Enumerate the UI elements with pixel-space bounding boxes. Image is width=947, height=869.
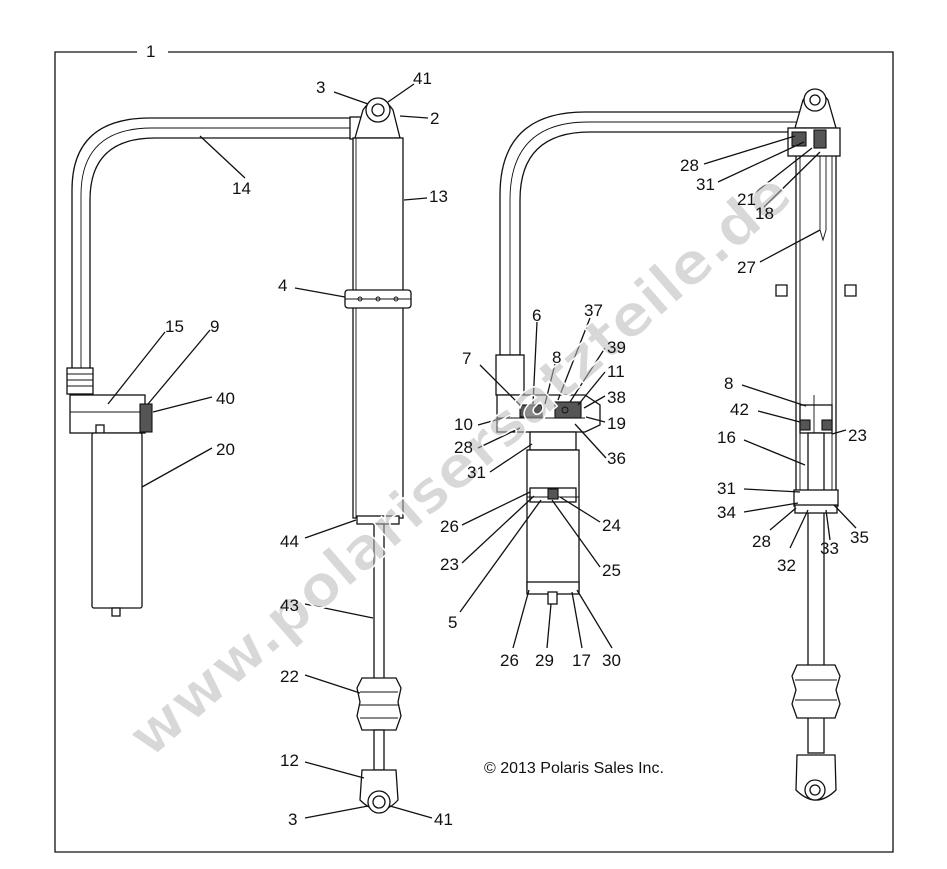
callout-label: 4 xyxy=(278,276,287,295)
callout-label: 28 xyxy=(454,438,473,457)
callout-label: 10 xyxy=(454,415,473,434)
callout-label: 23 xyxy=(848,426,867,445)
callout-label: 7 xyxy=(462,349,471,368)
callout-labels: 3 41 2 14 13 4 15 9 40 20 44 43 22 12 3 … xyxy=(165,69,869,829)
callout-label: 12 xyxy=(280,751,299,770)
callout-label: 31 xyxy=(467,463,486,482)
callout-label: 41 xyxy=(434,810,453,829)
watermark-text: www.polarisersatzteile.de xyxy=(115,159,805,771)
callout-label: 33 xyxy=(820,539,839,558)
callout-label: 14 xyxy=(232,179,251,198)
callout-label: 21 xyxy=(737,190,756,209)
assembled-shock-drawing xyxy=(66,97,412,814)
callout-label: 5 xyxy=(448,613,457,632)
callout-label: 22 xyxy=(280,667,299,686)
callout-label: 6 xyxy=(532,306,541,325)
copyright-text: © 2013 Polaris Sales Inc. xyxy=(484,760,664,777)
callout-label: 43 xyxy=(280,596,299,615)
callout-label: 37 xyxy=(584,301,603,320)
callout-label: 28 xyxy=(680,156,699,175)
callout-label: 42 xyxy=(730,400,749,419)
callout-label: 9 xyxy=(210,317,219,336)
callout-label: 27 xyxy=(737,258,756,277)
callout-label: 8 xyxy=(724,374,733,393)
callout-label: 18 xyxy=(755,204,774,223)
callout-label: 25 xyxy=(602,561,621,580)
callout-label: 26 xyxy=(440,517,459,536)
callout-label: 13 xyxy=(429,187,448,206)
callout-label: 41 xyxy=(413,69,432,88)
callout-label: 35 xyxy=(850,528,869,547)
callout-label: 28 xyxy=(752,532,771,551)
diagram-frame: 1 xyxy=(54,42,894,853)
callout-label: 44 xyxy=(280,532,299,551)
callout-label: 32 xyxy=(777,556,796,575)
reservoir-cutaway-drawing xyxy=(495,111,801,605)
callout-label: 30 xyxy=(602,651,621,670)
callout-label: 34 xyxy=(717,503,736,522)
callout-label: 15 xyxy=(165,317,184,336)
callout-label: 31 xyxy=(717,479,736,498)
callout-label: 26 xyxy=(500,651,519,670)
frame-label: 1 xyxy=(146,42,155,61)
callout-label: 29 xyxy=(535,651,554,670)
callout-label: 19 xyxy=(607,414,626,433)
leader-lines xyxy=(107,83,857,819)
callout-label: 39 xyxy=(607,338,626,357)
callout-label: 3 xyxy=(288,810,297,829)
callout-label: 11 xyxy=(607,362,625,381)
callout-label: 23 xyxy=(440,555,459,574)
callout-label: 2 xyxy=(430,109,439,128)
shock-section-drawing xyxy=(775,88,857,801)
callout-label: 3 xyxy=(316,78,325,97)
callout-label: 40 xyxy=(216,389,235,408)
callout-label: 17 xyxy=(572,651,591,670)
callout-label: 38 xyxy=(607,388,626,407)
callout-label: 16 xyxy=(717,428,736,447)
callout-label: 36 xyxy=(607,449,626,468)
callout-label: 8 xyxy=(552,348,561,367)
callout-label: 31 xyxy=(696,175,715,194)
callout-label: 20 xyxy=(216,440,235,459)
callout-label: 24 xyxy=(602,516,621,535)
